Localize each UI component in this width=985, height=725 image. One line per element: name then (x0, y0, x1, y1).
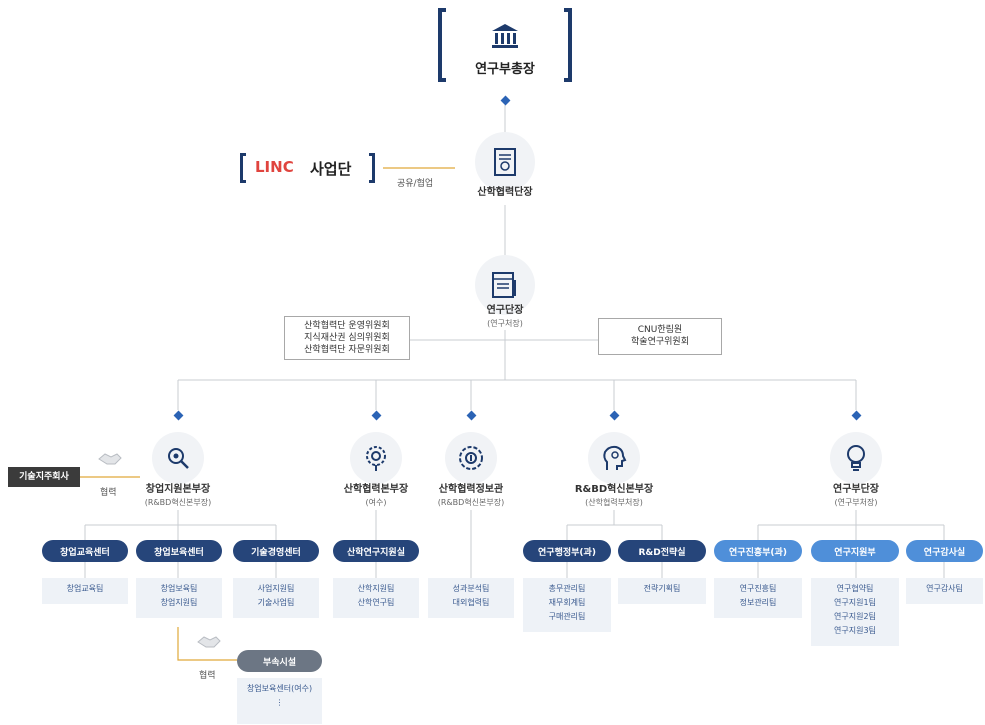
committee-item: 산학협력단 운영위원회 (304, 321, 390, 331)
affiliate-pill[interactable]: 부속시설 (237, 650, 322, 672)
team-item: 창업지원팀 (160, 598, 198, 607)
center-pill-startup-education[interactable]: 창업교육센터 (42, 540, 128, 562)
committee-item: CNU한림원 (637, 325, 683, 335)
division-title: 창업지원본부장 (R&BD혁신본부장) (118, 483, 238, 509)
center-pill-research-admin[interactable]: 연구행정부(과) (523, 540, 611, 562)
team-item: 구매관리팀 (548, 612, 586, 621)
center-pill-startup-incubation[interactable]: 창업보육센터 (136, 540, 222, 562)
linc-relation-label: 공유/협업 (397, 179, 434, 189)
director-icon-circle (475, 255, 535, 315)
team-item: 연구감사팀 (926, 584, 963, 593)
center-pill-research-audit[interactable]: 연구감사실 (906, 540, 983, 562)
handshake-icon (97, 450, 123, 468)
center-pill-research-support[interactable]: 연구지원부 (811, 540, 899, 562)
tech-company-box: 기술지주회사 (8, 467, 80, 487)
gear-bulb-icon (366, 446, 386, 471)
affiliate-item: 창업보육센터(여수) (246, 684, 313, 693)
team-item: 총무관리팀 (548, 584, 586, 593)
team-box: 사업지원팀 기술사업팀 (233, 578, 319, 618)
team-item: 산학연구팀 (357, 598, 395, 607)
division-icon-circle (588, 432, 640, 484)
lightbulb-icon (847, 445, 865, 471)
division-sub: (연구부처장) (834, 498, 878, 507)
linc-logo: LINC (255, 158, 294, 176)
idea-head-icon (603, 445, 627, 470)
university-building-icon (490, 22, 520, 50)
handshake-icon (196, 633, 222, 651)
team-item: 전략기획팀 (643, 584, 681, 593)
division-name: 창업지원본부장 (145, 484, 211, 495)
center-pill-research-promotion[interactable]: 연구진흥부(과) (714, 540, 802, 562)
linc-bracket: LINC 사업단 (240, 153, 375, 185)
team-box: 연구감사팀 (906, 578, 983, 604)
division-sub: (R&BD혁신본부장) (437, 498, 505, 507)
team-item: 연구지원2팀 (834, 612, 876, 621)
vice-president-bracket: 연구부총장 (438, 8, 572, 82)
team-box: 성과분석팀 대외협력팀 (428, 578, 514, 618)
center-pill-tech-management[interactable]: 기술경영센터 (233, 540, 319, 562)
division-icon-circle (445, 432, 497, 484)
team-item: 연구진흥팀 (739, 584, 777, 593)
division-icon-circle (152, 432, 204, 484)
division-title: 산학협력정보관 (R&BD혁신본부장) (416, 483, 526, 509)
committee-box-left: 산학협력단 운영위원회 지식재산권 심의위원회 산학협력단 자문위원회 (284, 316, 410, 360)
vice-president-title: 연구부총장 (475, 62, 535, 77)
division-name: R&BD혁신본부장 (574, 484, 654, 495)
team-item: 정보관리팀 (739, 598, 777, 607)
team-item: 성과분석팀 (452, 584, 490, 593)
team-item: 창업교육팀 (66, 584, 104, 593)
affiliate-ellipsis: ⋮ (275, 698, 284, 707)
division-sub: (여수) (365, 498, 387, 507)
division-title: 연구부단장 (연구부처장) (801, 483, 911, 509)
division-icon-circle (830, 432, 882, 484)
team-item: 기술사업팀 (257, 598, 295, 607)
team-box: 창업보육팀 창업지원팀 (136, 578, 222, 618)
team-item: 연구지원3팀 (834, 626, 876, 635)
division-icon-circle (350, 432, 402, 484)
team-item: 사업지원팀 (257, 584, 295, 593)
team-box: 연구협약팀 연구지원1팀 연구지원2팀 연구지원3팀 (811, 578, 899, 646)
team-item: 대외협력팀 (452, 598, 490, 607)
division-name: 산학협력본부장 (343, 484, 409, 495)
division-name: 산학협력정보관 (438, 484, 504, 495)
committee-item: 산학협력단 자문위원회 (304, 345, 390, 355)
affiliate-relation: 협력 (199, 671, 216, 681)
team-box: 산학지원팀 산학연구팀 (333, 578, 419, 618)
team-box: 창업교육팀 (42, 578, 128, 604)
committee-item: 학술연구위원회 (631, 337, 689, 347)
linc-label: 사업단 (310, 160, 352, 178)
document-pen-icon (492, 272, 516, 298)
certificate-icon (494, 148, 516, 176)
center-pill-rnd-strategy[interactable]: R&D전략실 (618, 540, 706, 562)
director-name: 연구단장 (486, 305, 524, 316)
team-item: 재무회계팀 (548, 598, 586, 607)
team-box: 총무관리팀 재무회계팀 구매관리팀 (523, 578, 611, 632)
division-sub: (R&BD혁신본부장) (144, 498, 212, 507)
division-sub: (산학협력부처장) (585, 498, 643, 507)
committee-box-right: CNU한림원 학술연구위원회 (598, 318, 722, 355)
center-pill-industry-research[interactable]: 산학연구지원실 (333, 540, 419, 562)
committee-item: 지식재산권 심의위원회 (304, 333, 390, 343)
gear-search-icon (168, 448, 189, 469)
team-item: 연구지원1팀 (834, 598, 876, 607)
team-item: 창업보육팀 (160, 584, 198, 593)
affiliate-box: 창업보육센터(여수) ⋮ (237, 678, 322, 724)
team-item: 산학지원팀 (357, 584, 395, 593)
director-sub: (연구처장) (487, 319, 523, 328)
team-box: 연구진흥팀 정보관리팀 (714, 578, 802, 618)
team-box: 전략기획팀 (618, 578, 706, 604)
tech-company-relation: 협력 (100, 488, 117, 498)
division-title: 산학협력본부장 (여수) (321, 483, 431, 509)
foundation-icon-circle (475, 132, 535, 192)
director-title: 연구단장 (연구처장) (455, 304, 555, 330)
foundation-title: 산학협력단장 (477, 187, 533, 198)
gear-info-icon (459, 446, 483, 470)
division-name: 연구부단장 (833, 484, 879, 495)
division-title: R&BD혁신본부장 (산학협력부처장) (559, 483, 669, 509)
team-item: 연구협약팀 (836, 584, 874, 593)
